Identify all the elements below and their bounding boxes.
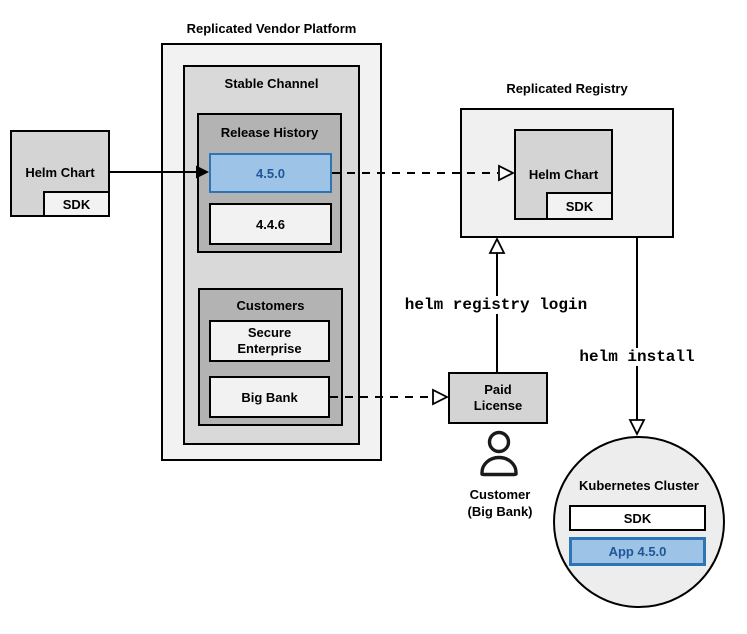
source-helm-chart-label: Helm Chart bbox=[25, 165, 95, 180]
registry-sdk-label: SDK bbox=[565, 198, 594, 214]
actor-company: (Big Bank) bbox=[467, 503, 533, 519]
source-sdk-box: SDK bbox=[43, 191, 110, 217]
actor-label: Customer (Big Bank) bbox=[468, 487, 533, 521]
arrow-registry-to-cluster bbox=[628, 238, 646, 437]
release-4-5-0-box: 4.5.0 bbox=[209, 153, 332, 193]
cluster-app-label: App 4.5.0 bbox=[608, 544, 667, 559]
release-4-5-0-label: 4.5.0 bbox=[256, 165, 285, 181]
stable-channel-label: Stable Channel bbox=[224, 76, 319, 91]
helm-install-command: helm install bbox=[576, 348, 698, 366]
paid-license-label: Paid License bbox=[473, 382, 523, 413]
cluster-app-box: App 4.5.0 bbox=[569, 537, 706, 566]
release-4-4-6-label: 4.4.6 bbox=[256, 216, 285, 232]
customers-label: Customers bbox=[236, 298, 305, 313]
cluster-sdk-label: SDK bbox=[623, 510, 652, 526]
helm-registry-login-command: helm registry login bbox=[401, 296, 591, 314]
registry-title: Replicated Registry bbox=[506, 81, 628, 96]
cluster-sdk-box: SDK bbox=[569, 505, 706, 531]
customer-secure-enterprise-box: Secure Enterprise bbox=[209, 320, 330, 362]
kubernetes-cluster-title: Kubernetes Cluster bbox=[579, 478, 699, 493]
source-sdk-label: SDK bbox=[62, 196, 91, 212]
customer-big-bank-box: Big Bank bbox=[209, 376, 330, 418]
customer-secure-enterprise-label: Secure Enterprise bbox=[237, 325, 302, 356]
registry-sdk-box: SDK bbox=[546, 192, 613, 220]
actor-name: Customer bbox=[469, 487, 531, 502]
vendor-platform-title: Replicated Vendor Platform bbox=[186, 21, 357, 36]
registry-helm-chart-label: Helm Chart bbox=[528, 167, 599, 182]
person-icon bbox=[480, 430, 518, 477]
release-4-4-6-box: 4.4.6 bbox=[209, 203, 332, 245]
release-history-label: Release History bbox=[220, 125, 319, 140]
customer-big-bank-label: Big Bank bbox=[241, 389, 298, 405]
paid-license-box: Paid License bbox=[448, 372, 548, 424]
